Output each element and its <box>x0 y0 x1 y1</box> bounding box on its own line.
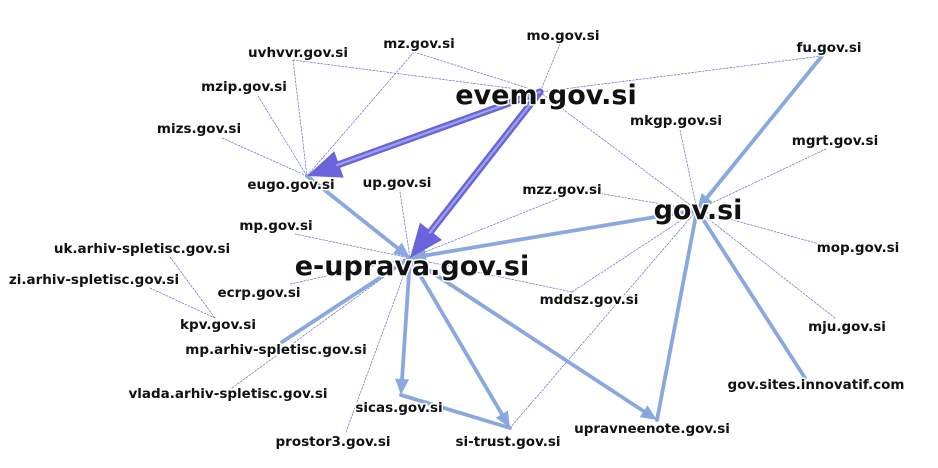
edge-mo-evem <box>539 43 561 93</box>
node-mo[interactable]: mo.gov.si <box>525 27 601 46</box>
node-mkgp[interactable]: mkgp.gov.si <box>629 112 724 131</box>
edge-mgrt-gov <box>696 148 827 211</box>
node-gov-sites-innovatif[interactable]: gov.sites.innovatif.com <box>726 376 906 395</box>
node-gov[interactable]: gov.si <box>652 194 744 228</box>
edge-uvhvvr-evem <box>292 59 541 93</box>
edge-eugo-eupr-arrow <box>393 242 410 258</box>
node-prostor3[interactable]: prostor3.gov.si <box>274 433 392 452</box>
node-kpv[interactable]: kpv.gov.si <box>179 316 258 335</box>
node-mddsz[interactable]: mddsz.gov.si <box>538 291 640 310</box>
node-e-uprava[interactable]: e-uprava.gov.si <box>293 250 531 284</box>
edge-gov-eupr <box>421 208 699 258</box>
edge-mz-eugo <box>306 51 415 177</box>
edge-evem-eugo-arrow <box>307 151 344 178</box>
edge-eupr-mparh <box>280 256 412 344</box>
node-up[interactable]: up.gov.si <box>361 174 433 193</box>
node-ecrp[interactable]: ecrp.gov.si <box>216 284 302 303</box>
edge-eupr-upravne <box>408 256 648 415</box>
node-eugo[interactable]: eugo.gov.si <box>246 176 336 195</box>
edge-eupr-sicas-arrow <box>395 378 410 395</box>
edge-eugo-eupr <box>305 174 401 252</box>
edge-mzip-eugo <box>257 95 308 177</box>
edge-up-eupr <box>399 191 411 259</box>
edge-gov-upravne <box>655 208 699 422</box>
edge-eupr-sicas <box>400 256 412 383</box>
edge-fu-gov-arrow <box>697 193 713 210</box>
edge-fu-evem <box>539 55 823 93</box>
edge-mju-gov <box>696 209 836 319</box>
node-mgrt[interactable]: mgrt.gov.si <box>790 132 879 151</box>
edge-uvhvvr-eugo <box>292 59 308 177</box>
edge-mddsz-eupr <box>409 257 573 293</box>
node-upravneenote[interactable]: upravneenote.gov.si <box>573 420 732 439</box>
node-mzip[interactable]: mzip.gov.si <box>200 78 289 97</box>
edge-mz-evem <box>413 51 541 93</box>
edge-uk-kpv <box>169 256 216 319</box>
edge-fu-gov <box>703 54 824 202</box>
edge-eupr-upravne-arrow <box>639 405 657 420</box>
edge-mizs-eugo <box>221 137 308 177</box>
node-mop[interactable]: mop.gov.si <box>815 239 901 258</box>
node-mp-arhiv[interactable]: mp.arhiv-spletisc.gov.si <box>184 341 368 360</box>
node-uvhvvr[interactable]: uvhvvr.gov.si <box>247 44 350 63</box>
edge-prostor-eupr <box>345 257 411 433</box>
edge-eupr-sitrust <box>408 256 505 418</box>
edge-mddsz-gov <box>571 209 698 293</box>
edge-mp-eupr <box>294 233 411 259</box>
edge-zi-kpv <box>149 287 216 319</box>
edge-mzz-gov <box>579 189 698 211</box>
node-mzz[interactable]: mzz.gov.si <box>521 181 603 200</box>
edge-ecrp-eupr <box>289 257 411 285</box>
node-evem[interactable]: evem.gov.si <box>454 79 638 113</box>
node-mizs[interactable]: mizs.gov.si <box>155 120 242 139</box>
node-vlada-arhiv[interactable]: vlada.arhiv-spletisc.gov.si <box>127 385 329 404</box>
edge-evem-eugo-highlight <box>336 90 542 167</box>
edge-gov-gsi <box>695 208 807 380</box>
edge-mop-gov <box>696 209 831 248</box>
node-sicas[interactable]: sicas.gov.si <box>354 399 444 418</box>
edge-sicas-sitrust <box>399 393 512 430</box>
node-uk-arhiv[interactable]: uk.arhiv-spletisc.gov.si <box>52 240 231 259</box>
edge-eupr-sitrust-arrow <box>495 410 510 428</box>
node-layer: evem.gov.si e-uprava.gov.si gov.si eugo.… <box>7 27 906 452</box>
node-zi-arhiv[interactable]: zi.arhiv-spletisc.gov.si <box>7 271 180 290</box>
edge-evem-eupr-highlight <box>428 90 542 234</box>
edge-layer <box>149 43 836 433</box>
edge-evem-gov <box>539 91 698 211</box>
edge-sitrust-gov <box>509 209 698 429</box>
node-mz[interactable]: mz.gov.si <box>382 35 456 54</box>
edge-evem-eupr-arrow <box>410 222 442 258</box>
edge-mkgp-gov <box>679 129 698 211</box>
node-fu[interactable]: fu.gov.si <box>795 39 863 58</box>
node-si-trust[interactable]: si-trust.gov.si <box>454 433 562 452</box>
edge-mzz-eupr <box>409 189 581 259</box>
node-mju[interactable]: mju.gov.si <box>807 318 888 337</box>
node-mp[interactable]: mp.gov.si <box>238 217 314 236</box>
